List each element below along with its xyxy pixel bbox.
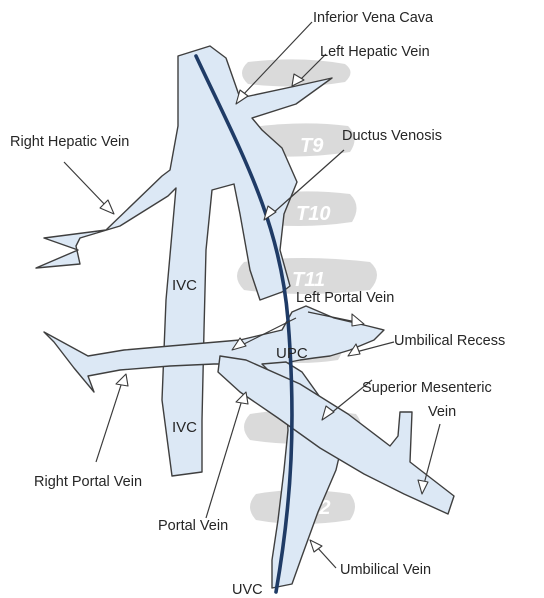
label-umbilical-recess: Umbilical Recess: [394, 333, 505, 349]
label-uvc: UVC: [232, 582, 263, 598]
vertebra-t9-label: T9: [300, 135, 324, 157]
label-upc: UPC: [276, 345, 308, 362]
label-ivc-lower: IVC: [172, 419, 197, 436]
label-left-hepatic-vein: Left Hepatic Vein: [320, 44, 430, 60]
label-umbilical-vein: Umbilical Vein: [340, 562, 431, 578]
label-ivc-upper: IVC: [172, 277, 197, 294]
vertebra-t10-label: T10: [296, 203, 330, 225]
label-right-portal-vein: Right Portal Vein: [34, 474, 142, 490]
label-superior-mesenteric: Superior Mesenteric: [362, 380, 492, 396]
label-ductus-venosis: Ductus Venosis: [342, 128, 442, 144]
portal-system-shape: [44, 306, 384, 392]
label-left-portal-vein: Left Portal Vein: [296, 290, 394, 306]
label-superior-mesenteric-vein: Vein: [428, 404, 456, 420]
label-portal-vein: Portal Vein: [158, 518, 228, 534]
label-right-hepatic-vein: Right Hepatic Vein: [10, 134, 129, 150]
label-inferior-vena-cava: Inferior Vena Cava: [313, 10, 434, 26]
vertebra-t11-label: T11: [292, 269, 325, 291]
